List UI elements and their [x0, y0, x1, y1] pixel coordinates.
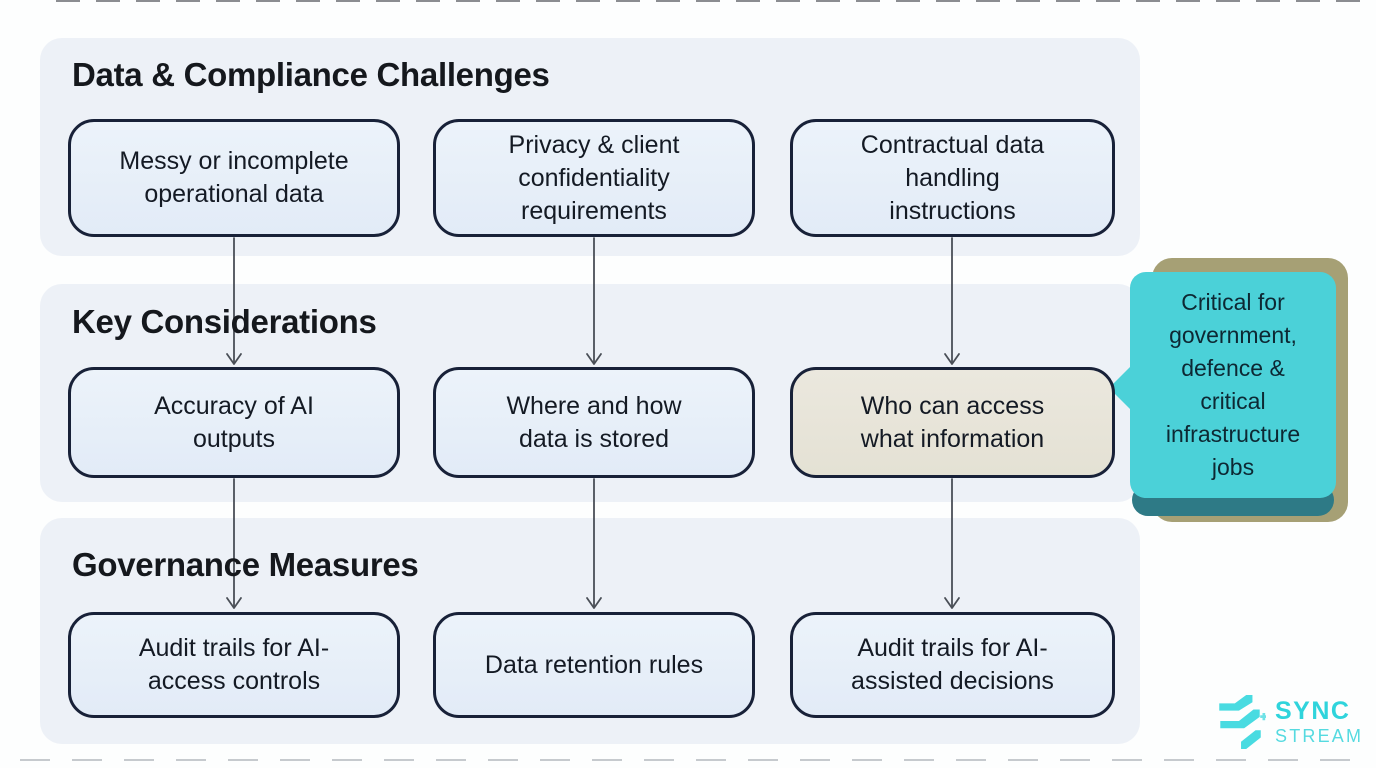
node-audit-access-controls: Audit trails for AI- access controls: [68, 612, 400, 718]
syncstream-logo-icon: [1219, 695, 1266, 749]
syncstream-logo: SYNC STREAM: [1214, 694, 1363, 750]
syncstream-logo-text: SYNC STREAM: [1275, 697, 1364, 746]
section-title-governance: Governance Measures: [72, 546, 419, 583]
node-privacy-confidentiality: Privacy & client confidentiality require…: [433, 119, 755, 237]
node-audit-assisted-decisions: Audit trails for AI- assisted decisions: [790, 612, 1115, 718]
section-title-challenges: Data & Compliance Challenges: [72, 56, 550, 93]
node-who-can-access: Who can access what information: [790, 367, 1115, 478]
logo-word-sync: SYNC: [1275, 697, 1351, 725]
logo-word-stream: STREAM: [1275, 726, 1364, 746]
bottom-edge-dashes: [20, 759, 1356, 761]
node-where-data-stored: Where and how data is stored: [433, 367, 755, 478]
node-messy-operational-data: Messy or incomplete operational data: [68, 119, 400, 237]
top-edge-dashes: [56, 0, 1376, 2]
callout-critical-jobs: Critical for government, defence & criti…: [1109, 272, 1336, 498]
section-title-considerations: Key Considerations: [72, 303, 377, 340]
node-accuracy-outputs: Accuracy of AI outputs: [68, 367, 400, 478]
node-contractual-handling: Contractual data handling instructions: [790, 119, 1115, 237]
node-data-retention-rules: Data retention rules: [433, 612, 755, 718]
